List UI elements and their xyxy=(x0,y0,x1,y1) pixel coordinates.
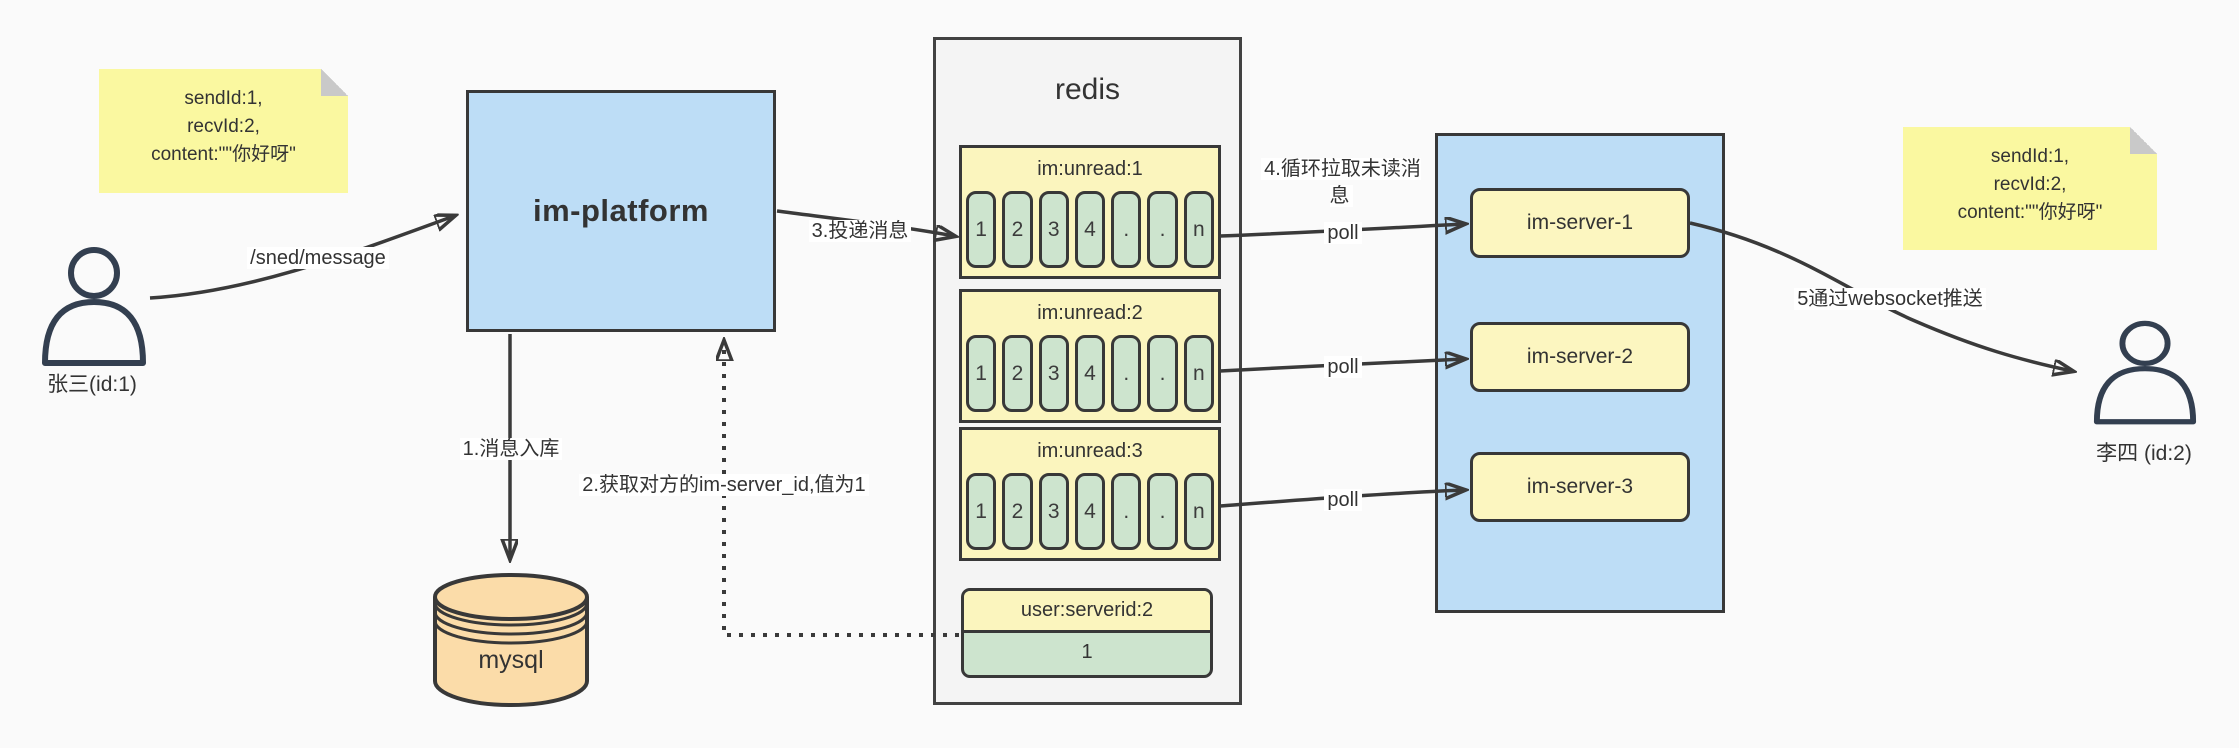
queue-cell: . xyxy=(1111,473,1142,550)
mysql-cylinder-icon xyxy=(431,569,591,711)
edge-label-step5: 5通过websocket推送 xyxy=(1765,286,2015,313)
sticky-note-receiver-message: sendId:1, recvId:2, content:""你好呀" xyxy=(1903,127,2157,250)
note-line: recvId:2, xyxy=(187,116,260,137)
queue-cell: 4 xyxy=(1074,191,1106,268)
note-line: content:""你好呀" xyxy=(151,144,296,165)
note-line: content:""你好呀" xyxy=(1957,202,2103,223)
queue-cell: 2 xyxy=(1002,191,1033,268)
actor-receiver-label: 李四 (id:2) xyxy=(2096,442,2192,465)
edge-label-poll-2: poll xyxy=(1313,354,1373,381)
queue-im-unread-3: im:unread:3 1 2 3 4 . . n xyxy=(959,427,1221,561)
note-line: sendId:1, xyxy=(184,88,263,109)
im-server-2-node: im-server-2 xyxy=(1470,322,1690,392)
im-platform-node: im-platform xyxy=(466,90,776,332)
database-icon xyxy=(433,573,589,707)
queue-cell: . xyxy=(1147,191,1178,268)
actor-receiver xyxy=(2090,319,2200,427)
queue-name: im:unread:2 xyxy=(1037,302,1143,324)
im-server-1-label: im-server-1 xyxy=(1526,211,1634,234)
redis-title: redis xyxy=(1054,73,1121,106)
edge-label-step3: 3.投递消息 xyxy=(790,218,930,245)
queue-cell: . xyxy=(1147,335,1178,412)
note-fold-icon xyxy=(321,69,348,96)
queue-cell: 4 xyxy=(1074,335,1106,412)
queue-cell: 3 xyxy=(1038,191,1069,268)
edge-label-poll-1: poll xyxy=(1313,220,1373,247)
queue-cell: n xyxy=(1183,473,1214,550)
edge-label-poll-3: poll xyxy=(1313,487,1373,514)
queue-im-unread-1: im:unread:1 1 2 3 4 . . n xyxy=(959,145,1221,279)
note-line: recvId:2, xyxy=(1993,174,2067,195)
queue-cell: 3 xyxy=(1038,335,1069,412)
note-line: sendId:1, xyxy=(1990,146,2070,167)
edge-label-step2: 2.获取对方的im-server_id,值为1 xyxy=(574,472,874,499)
kv-user-serverid: user:serverid:2 1 xyxy=(961,588,1213,678)
queue-cell: . xyxy=(1111,191,1142,268)
person-icon xyxy=(42,247,146,366)
im-server-3-label: im-server-3 xyxy=(1526,475,1634,498)
kv-key: user:serverid:2 xyxy=(964,591,1210,633)
edge-label-step1: 1.消息入库 xyxy=(441,436,581,463)
kv-value: 1 xyxy=(1081,641,1093,663)
queue-cell: 1 xyxy=(966,473,997,550)
mysql-label: mysql xyxy=(478,646,544,674)
queue-cells: 1 2 3 4 . . n xyxy=(962,473,1218,550)
queue-cell: 4 xyxy=(1074,473,1106,550)
queue-cells: 1 2 3 4 . . n xyxy=(962,191,1218,268)
actor-sender xyxy=(38,245,150,369)
im-server-3-node: im-server-3 xyxy=(1470,452,1690,522)
queue-cell: 2 xyxy=(1002,473,1033,550)
im-platform-label: im-platform xyxy=(533,193,709,228)
queue-cells: 1 2 3 4 . . n xyxy=(962,335,1218,412)
queue-cell: 2 xyxy=(1002,335,1033,412)
queue-cell: . xyxy=(1147,473,1178,550)
queue-name: im:unread:1 xyxy=(1037,158,1143,180)
actor-sender-label: 张三(id:1) xyxy=(47,373,137,396)
sticky-note-sender-message: sendId:1, recvId:2, content:""你好呀" xyxy=(99,69,348,193)
edge-label-send: /sned/message xyxy=(228,245,408,272)
person-icon xyxy=(2093,320,2197,425)
edge-label-step4: 4.循环拉取未读消息 xyxy=(1254,156,1428,210)
queue-cell: n xyxy=(1183,335,1214,412)
queue-cell: 3 xyxy=(1038,473,1069,550)
note-fold-icon xyxy=(2130,127,2157,154)
im-server-2-label: im-server-2 xyxy=(1526,345,1634,368)
im-server-1-node: im-server-1 xyxy=(1470,188,1690,258)
queue-cell: 1 xyxy=(966,191,997,268)
queue-im-unread-2: im:unread:2 1 2 3 4 . . n xyxy=(959,289,1221,423)
queue-cell: 1 xyxy=(966,335,997,412)
queue-cell: n xyxy=(1183,191,1214,268)
queue-name: im:unread:3 xyxy=(1037,440,1143,462)
queue-cell: . xyxy=(1111,335,1142,412)
